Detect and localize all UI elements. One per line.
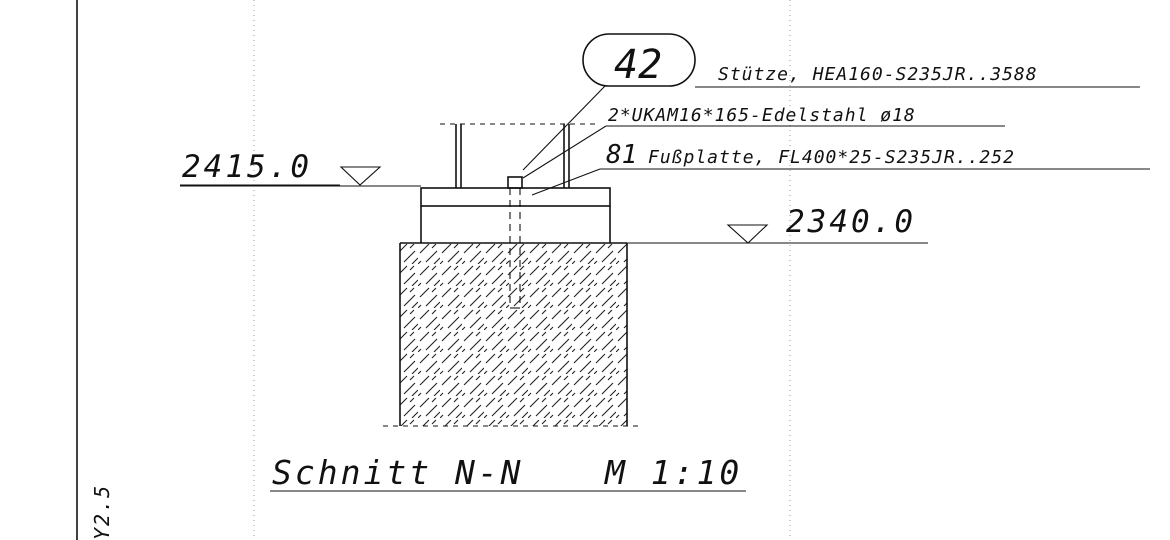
position-42-number: 42: [614, 42, 662, 88]
position-81-label: Fußplatte, FL400*25-S235JR..252: [648, 147, 1015, 168]
leader-line-42: [522, 85, 606, 171]
level-top-value: 2415.0: [182, 149, 312, 185]
leader-line-anchor: [522, 125, 607, 179]
level-triangle-top-icon: [339, 166, 382, 186]
base-plate: [420, 187, 611, 207]
callout-anchor-bolt: 2*UKAM16*165-Edelstahl ø18: [522, 105, 1005, 179]
anchor-bolt: [507, 176, 523, 309]
section-scale: M 1:10: [604, 453, 742, 492]
concrete-foundation: [383, 242, 640, 427]
column-stub: [440, 123, 595, 188]
position-81-number: 81: [606, 140, 637, 170]
anchor-bolt-label: 2*UKAM16*165-Edelstahl ø18: [608, 105, 916, 126]
position-42-bubble: [582, 33, 696, 87]
callout-position-81: 81 Fußplatte, FL400*25-S235JR..252: [531, 140, 1150, 196]
level-triangle-bottom-icon: [726, 224, 769, 244]
level-marker-top: 2415.0: [180, 149, 382, 186]
callout-position-42: 42 Stütze, HEA160-S235JR..3588: [522, 33, 1140, 171]
level-bottom-value: 2340.0: [786, 204, 916, 240]
section-title: Schnitt N-N: [272, 453, 524, 492]
level-marker-bottom: 2340.0: [726, 204, 916, 244]
section-title-block: Schnitt N-N M 1:10: [270, 453, 746, 492]
position-42-label: Stütze, HEA160-S235JR..3588: [718, 64, 1038, 85]
side-label: Y2.5: [90, 484, 114, 540]
leader-line-81: [531, 168, 601, 196]
grout-layer: [420, 206, 611, 243]
